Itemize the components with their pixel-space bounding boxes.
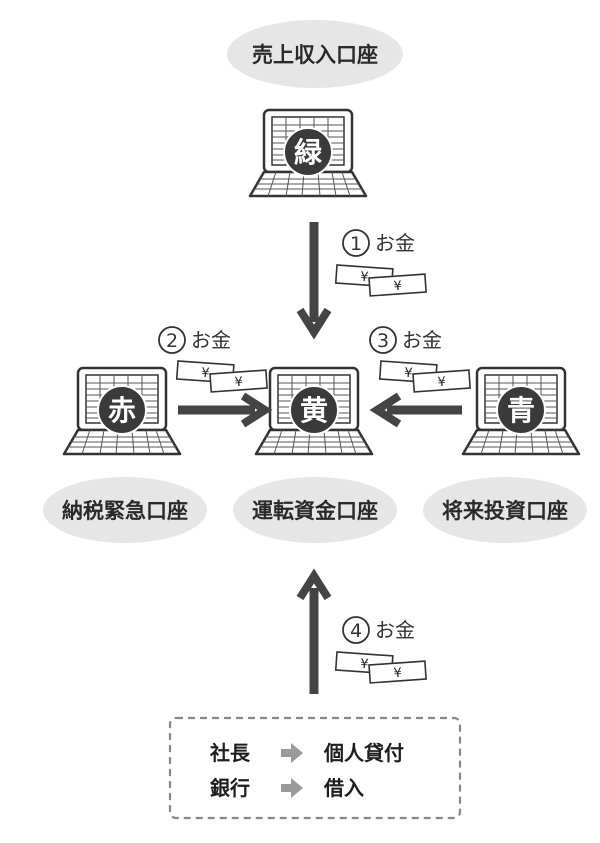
oval-right [423,477,587,543]
arrow-down-icon [296,222,332,340]
flow-2-label: 2 お金 [158,326,231,354]
laptop-right-icon: 青 [461,366,581,456]
oval-left [43,477,207,543]
yen-mark: ¥ [201,366,210,382]
number-circle-icon [158,326,186,354]
center-icon-kanji: 黄 [300,394,328,427]
flow-1-number: 1 [350,233,362,255]
yen-mark: ¥ [437,375,446,391]
number-circle-icon [342,229,370,257]
top-icon-kanji: 緑 [294,136,323,169]
flow-4-text: お金 [375,618,415,642]
laptop-left-icon: 赤 [62,366,182,456]
yen-bills-2-icon: ¥ ¥ [175,360,268,393]
left-icon-kanji: 赤 [108,394,136,427]
yen-bills-3-icon: ¥ ¥ [378,360,471,393]
center-account-label: 運転資金口座 [252,499,378,523]
source-1-from: 社長 [209,741,251,765]
flow-1-label: 1 お金 [342,229,415,257]
flow-2-text: お金 [191,328,231,352]
yen-mark: ¥ [360,657,369,673]
number-circle-icon [369,326,397,354]
oval-center [233,477,397,543]
arrow-up-icon [296,568,332,694]
flow-1-text: お金 [375,231,415,255]
left-account-label: 納税緊急口座 [62,499,188,523]
right-account-label: 将来投資口座 [442,499,568,523]
source-2-from: 銀行 [210,776,250,800]
oval-top [227,20,403,88]
arrow-left-icon [369,392,462,428]
flow-4-label: 4 お金 [342,616,415,644]
yen-mark: ¥ [393,279,402,295]
flow-3-label: 3 お金 [369,326,442,354]
small-arrow-right-icon [281,743,303,763]
flow-2-number: 2 [166,330,178,352]
small-arrow-right-icon [281,778,303,798]
flow-3-text: お金 [402,328,442,352]
right-icon-kanji: 青 [507,394,535,427]
top-account-label: 売上収入口座 [252,43,378,67]
laptop-top-icon: 緑 [248,108,368,198]
yen-bills-4-icon: ¥ ¥ [334,651,427,684]
source-1-to: 個人貸付 [323,741,404,765]
yen-mark: ¥ [360,270,369,286]
flow-4-number: 4 [350,620,362,642]
arrow-right-icon [178,392,273,428]
laptop-center-icon: 黄 [254,366,374,456]
yen-mark: ¥ [404,366,413,382]
yen-mark: ¥ [393,666,402,682]
number-circle-icon [342,616,370,644]
yen-mark: ¥ [234,375,243,391]
funding-source-box [168,716,462,820]
source-2-to: 借入 [323,776,364,800]
yen-bills-1-icon: ¥ ¥ [334,264,427,297]
flow-3-number: 3 [377,330,389,352]
